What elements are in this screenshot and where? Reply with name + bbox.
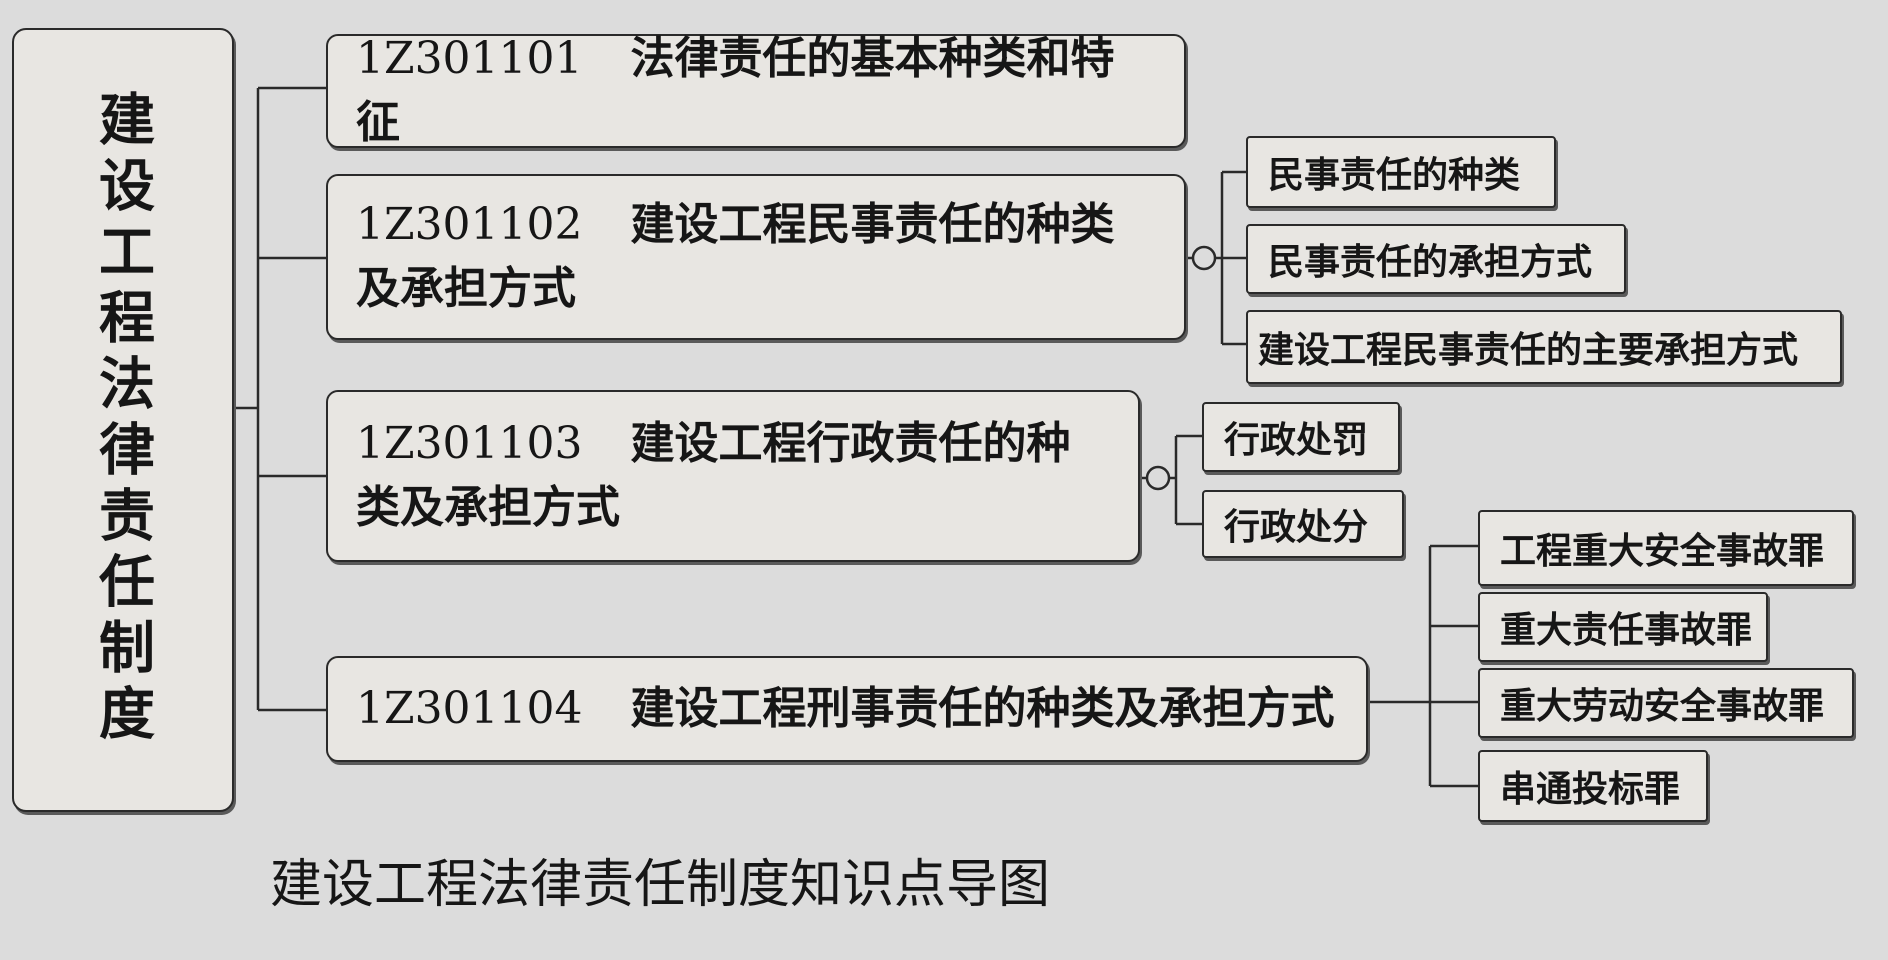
leaf-civil-liability-types: 民事责任的种类 [1246, 136, 1556, 208]
leaf-civil-liability-methods: 民事责任的承担方式 [1246, 224, 1626, 294]
section-node-1z301104: 1Z301104 建设工程刑事责任的种类及承担方式 [326, 656, 1368, 762]
leaf-construction-civil-liability-main-methods: 建设工程民事责任的主要承担方式 [1246, 310, 1842, 384]
leaf-major-engineering-safety-accident-crime: 工程重大安全事故罪 [1478, 510, 1854, 586]
section-code: 1Z301101 [356, 33, 583, 84]
diagram-caption: 建设工程法律责任制度知识点导图 [269, 855, 1050, 915]
section-title: 建设工程刑事责任的种类及承担方式 [630, 683, 1335, 734]
leaf-major-labor-safety-accident-crime: 重大劳动安全事故罪 [1478, 668, 1854, 738]
section-title: 建设工程民事责任的种类及承担方式 [356, 199, 1115, 314]
section-title: 建设工程行政责任的种类及承担方式 [356, 418, 1071, 533]
leaf-administrative-sanction: 行政处分 [1202, 490, 1404, 558]
section-code: 1Z301102 [356, 199, 583, 250]
section-code: 1Z301104 [356, 683, 583, 734]
collapse-node-section-3 [1145, 465, 1171, 491]
root-node: 建设工程法律责任制度 [12, 28, 234, 812]
root-label: 建设工程法律责任制度 [89, 90, 156, 750]
section-title: 法律责任的基本种类和特征 [356, 33, 1115, 148]
leaf-administrative-penalty: 行政处罚 [1202, 402, 1400, 472]
section-code: 1Z301103 [356, 418, 583, 469]
leaf-bid-collusion-crime: 串通投标罪 [1478, 750, 1708, 822]
collapse-node-section-2 [1191, 245, 1217, 271]
leaf-major-liability-accident-crime: 重大责任事故罪 [1478, 592, 1768, 662]
